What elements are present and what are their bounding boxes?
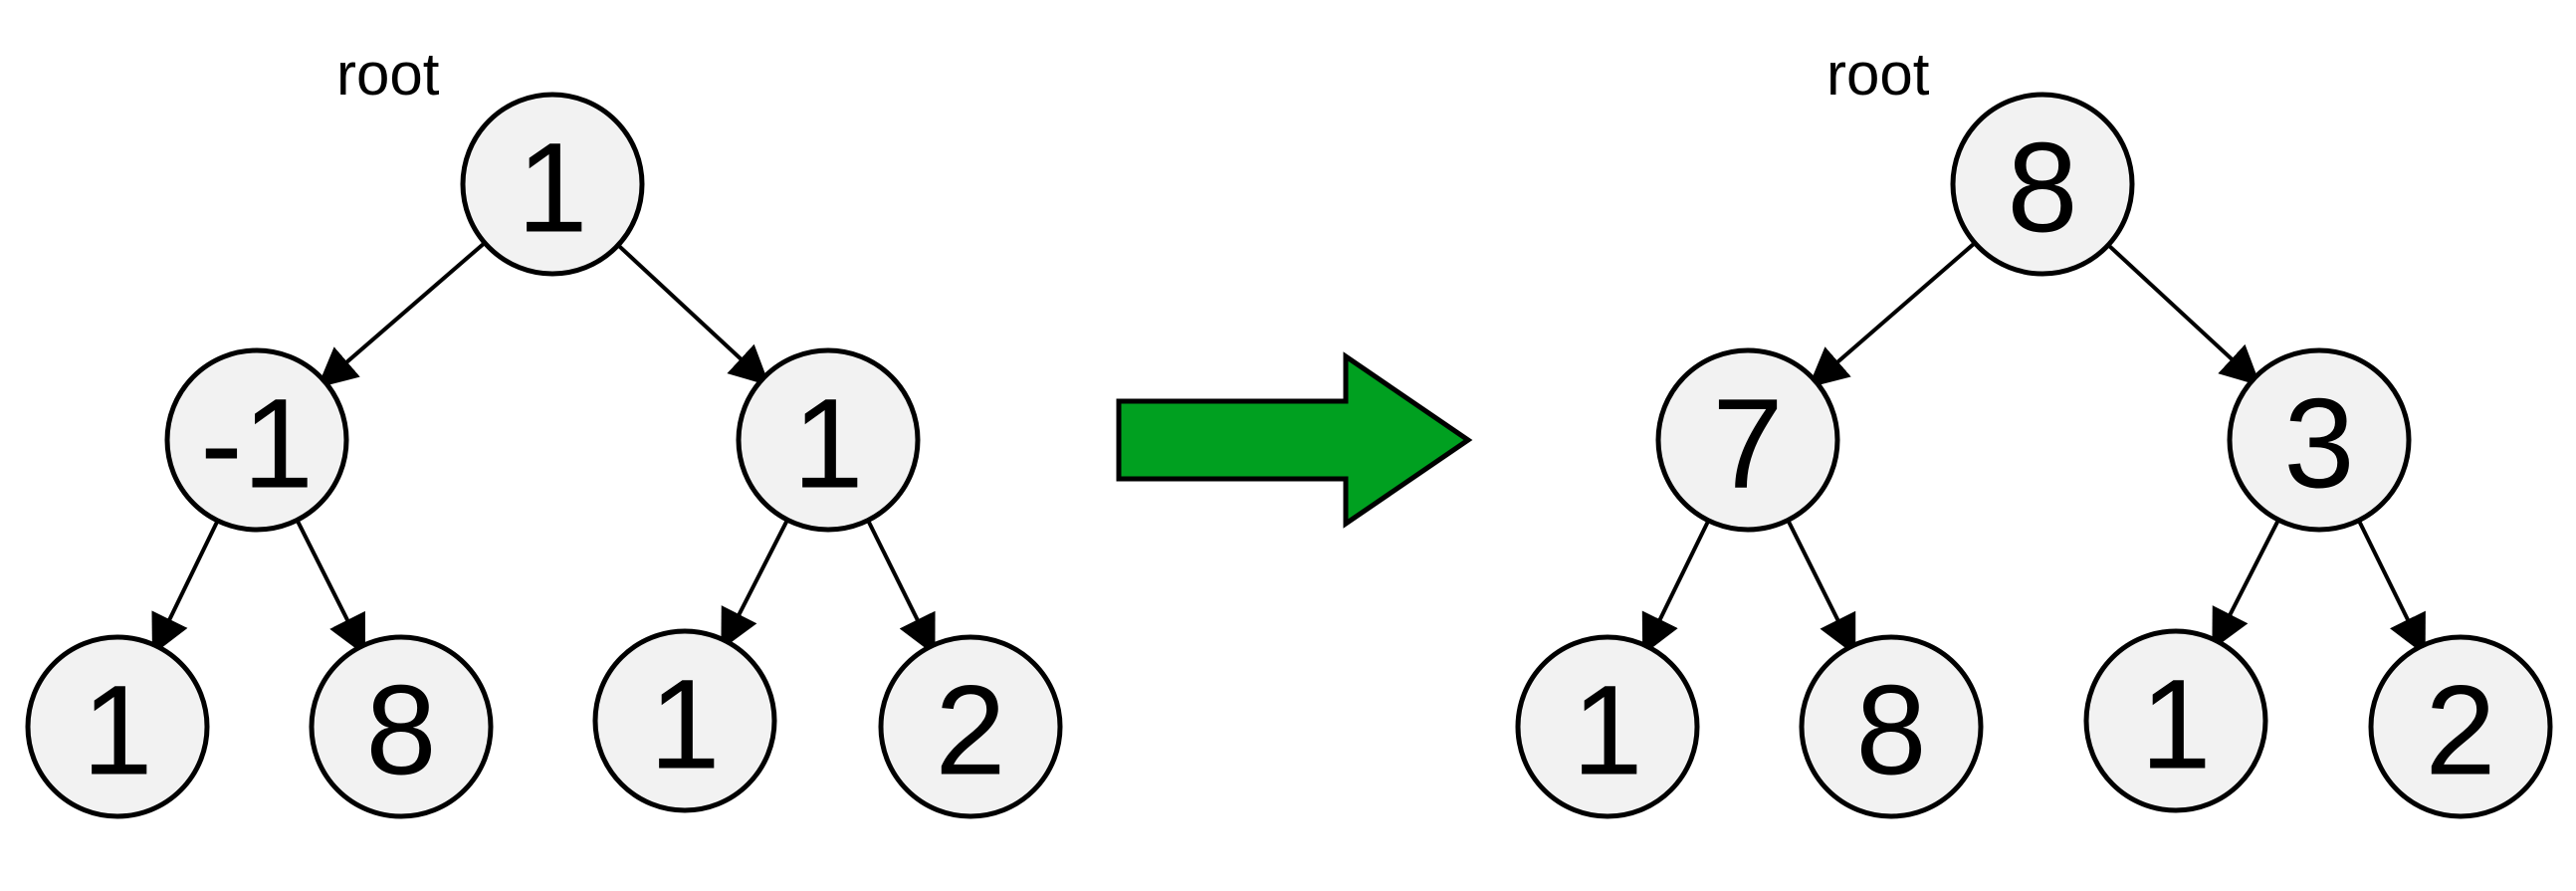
node-value: 7 <box>1712 373 1783 516</box>
node-circle <box>592 628 777 813</box>
tree-node: -1 <box>164 347 349 533</box>
tree-node: 8 <box>1950 92 2135 277</box>
tree-edge <box>2108 244 2261 386</box>
right-arrow-icon <box>1116 351 1473 529</box>
tree-node: 1 <box>1515 634 1700 819</box>
tree-node: 8 <box>1799 634 1984 819</box>
node-circle <box>878 634 1063 819</box>
tree-node: 7 <box>1655 347 1840 533</box>
root-label: root <box>336 41 440 108</box>
node-value: 1 <box>649 654 720 796</box>
node-circle <box>2083 628 2268 813</box>
tree-edge <box>1641 521 1710 656</box>
node-value: 8 <box>365 660 436 802</box>
node-circle <box>1515 634 1700 819</box>
node-value: 8 <box>2007 117 2077 260</box>
node-circle <box>2368 634 2553 819</box>
node-value: 1 <box>792 373 863 516</box>
tree-node: 8 <box>309 634 494 819</box>
node-value: 2 <box>935 660 1005 802</box>
node-circle <box>460 92 645 277</box>
node-circle <box>164 347 349 533</box>
node-circle <box>2227 347 2412 533</box>
tree-edge <box>2212 521 2279 650</box>
root-label: root <box>1826 41 1930 108</box>
tree-node: 2 <box>2368 634 2553 819</box>
node-value: 1 <box>2140 654 2211 796</box>
node-circle <box>1950 92 2135 277</box>
node-value: -1 <box>200 373 314 516</box>
tree-node: 1 <box>25 634 210 819</box>
node-value: 1 <box>517 117 587 260</box>
tree-edge <box>1787 521 1856 656</box>
tree-edge <box>721 521 788 650</box>
node-circle <box>1655 347 1840 533</box>
tree-edge <box>296 521 366 656</box>
node-value: 3 <box>2283 373 2354 516</box>
node-circle <box>736 347 921 533</box>
node-circle <box>25 634 210 819</box>
tree-node: 1 <box>736 347 921 533</box>
tree-edge <box>618 245 770 386</box>
tree-node: 2 <box>878 634 1063 819</box>
tree-node: 1 <box>2083 628 2268 813</box>
node-value: 8 <box>1855 660 1926 802</box>
tree-edge <box>867 521 936 656</box>
tree-node: 3 <box>2227 347 2412 533</box>
tree-edge <box>317 242 485 388</box>
tree-edge <box>151 521 219 656</box>
node-circle <box>1799 634 1984 819</box>
node-value: 2 <box>2425 660 2495 802</box>
tree-node: 1 <box>460 92 645 277</box>
tree-edge <box>2357 521 2426 656</box>
tree-node: 1 <box>592 628 777 813</box>
tree-edge <box>1808 242 1975 388</box>
node-value: 1 <box>1572 660 1642 802</box>
node-circle <box>309 634 494 819</box>
node-value: 1 <box>82 660 152 802</box>
